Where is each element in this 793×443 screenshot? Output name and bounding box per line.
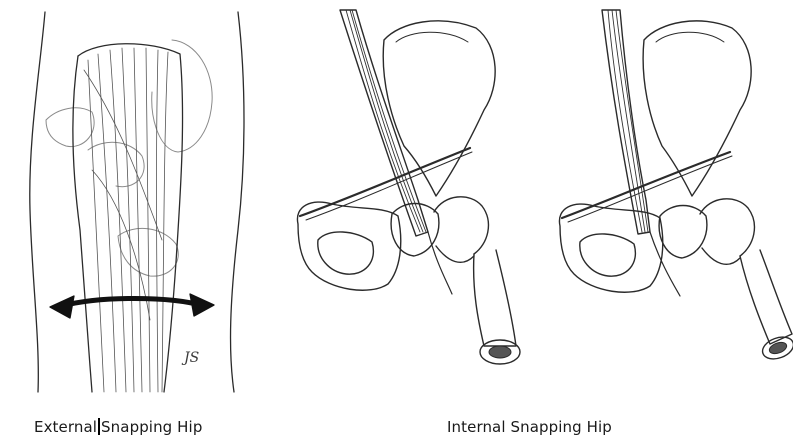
femur-head-1 xyxy=(434,197,488,254)
external-caption-rest: Snapping Hip xyxy=(101,418,202,436)
rotation-arrow-head-left xyxy=(50,296,74,318)
ilium-crest-2 xyxy=(656,32,724,42)
femur-shaft-2 xyxy=(740,250,792,344)
obturator-foramen-1 xyxy=(318,232,374,274)
femur-shaft-1 xyxy=(474,250,516,346)
obturator-foramen-2 xyxy=(580,234,636,276)
external-snapping-hip-drawing: JS xyxy=(30,12,244,392)
itb-outline xyxy=(78,44,183,392)
psoas-course-1 xyxy=(428,232,452,294)
rotation-arrow-head-right xyxy=(190,294,214,316)
psoas-course-2 xyxy=(650,232,680,296)
pubic-ring-1 xyxy=(297,202,400,290)
text-cursor xyxy=(98,418,100,435)
ilium-crest-1 xyxy=(396,32,468,42)
internal-snapping-hip-drawing-2 xyxy=(559,10,793,363)
femur-neck-1 xyxy=(436,246,474,262)
external-caption-word: External xyxy=(34,418,97,436)
artist-signature: JS xyxy=(181,350,199,366)
thigh-outline-left xyxy=(30,12,45,392)
internal-snapping-hip-caption: Internal Snapping Hip xyxy=(447,418,612,436)
internal-snapping-hip-drawing-1 xyxy=(297,10,520,364)
thigh-outline-right xyxy=(231,12,244,392)
itb-outline-inner xyxy=(73,56,92,392)
femur-head-2 xyxy=(700,199,754,256)
femur-neck-2 xyxy=(702,248,740,264)
rotation-arrow xyxy=(62,299,204,307)
pelvis-outline-left xyxy=(46,108,94,147)
